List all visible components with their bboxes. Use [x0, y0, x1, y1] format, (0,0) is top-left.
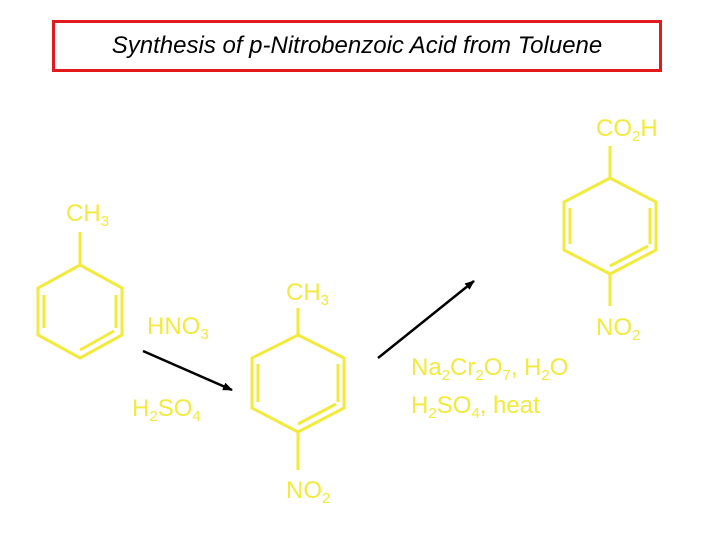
p-nitrobenzoic-acid-ring: [562, 146, 658, 306]
reagent-h2so4-label: H2SO4: [132, 395, 201, 425]
toluene-ring: [36, 232, 124, 360]
reagent-h2so4-heat-label: H2SO4, heat: [411, 392, 540, 422]
slide-title: Synthesis of p-Nitrobenzoic Acid from To…: [111, 32, 603, 59]
p-nitrotoluene-no2-label: NO2: [286, 477, 331, 507]
toluene-ch3-label: CH3: [66, 200, 110, 230]
p-nitrotoluene-ch3-label: CH3: [286, 279, 330, 309]
reaction-arrow-step1: [142, 349, 233, 392]
reagent-dichromate-label: Na2Cr2O7, H2O: [411, 354, 569, 384]
p-nitrobenzoic-acid-co2h-label: CO2H: [596, 115, 658, 145]
reagent-hno3-label: HNO3: [147, 313, 209, 343]
p-nitrotoluene-ring: [250, 308, 346, 470]
p-nitrobenzoic-acid-no2-label: NO2: [596, 314, 641, 344]
title-box: Synthesis of p-Nitrobenzoic Acid from To…: [52, 20, 662, 72]
reaction-arrow-step2: [377, 280, 475, 359]
